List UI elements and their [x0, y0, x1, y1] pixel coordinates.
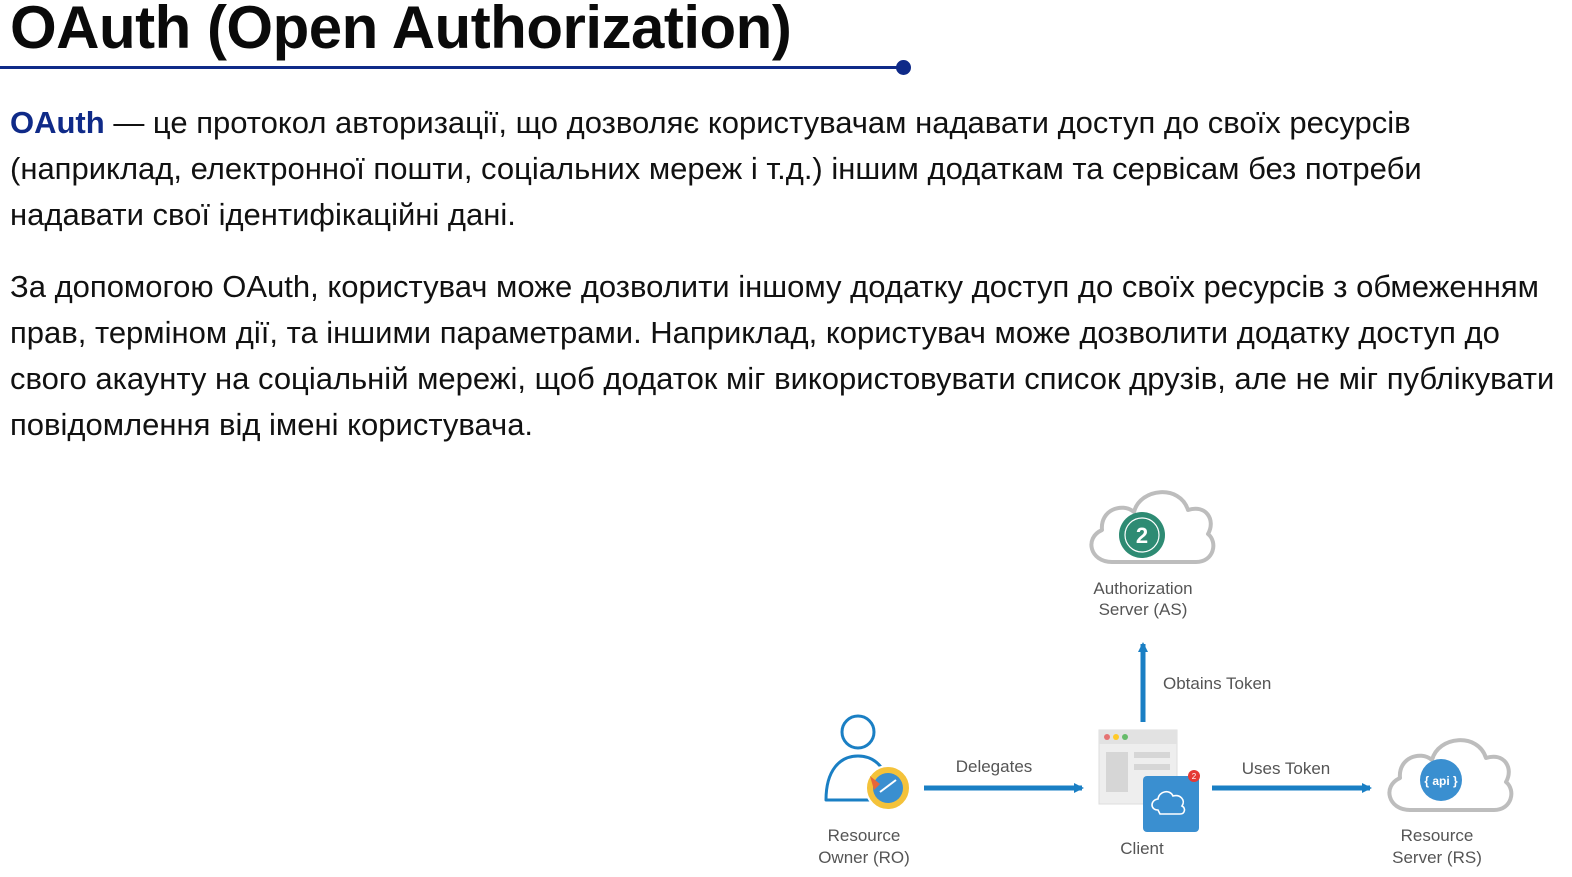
delegates-edge: Delegates [924, 757, 1084, 793]
obtains-token-label: Obtains Token [1163, 674, 1271, 693]
title-underline [0, 66, 903, 69]
authorization-server-node: 2 Authorization Server (AS) [1089, 490, 1216, 619]
example-paragraph: За допомогою OAuth, користувач може дозв… [10, 269, 1555, 442]
client-notification-count: 2 [1192, 772, 1197, 781]
resource-owner-label-line1: Resource [828, 826, 901, 845]
client-app-icon: 2 [1098, 729, 1200, 832]
user-browser-icon [824, 714, 911, 811]
resource-server-label-line2: Server (RS) [1392, 848, 1482, 867]
api-cloud-icon: { api } [1387, 738, 1514, 812]
oauth-term: OAuth [10, 105, 105, 140]
client-label: Client [1120, 839, 1164, 858]
delegates-label: Delegates [956, 757, 1033, 776]
uses-token-edge: Uses Token [1212, 759, 1372, 793]
resource-owner-node: Resource Owner (RO) [818, 714, 911, 867]
api-badge-text: { api } [1424, 774, 1458, 788]
resource-owner-label-line2: Owner (RO) [818, 848, 910, 867]
resource-server-label-line1: Resource [1401, 826, 1474, 845]
authorization-server-label-line2: Server (AS) [1099, 600, 1188, 619]
resource-server-node: { api } Resource Server (RS) [1387, 738, 1514, 867]
intro-paragraph: OAuth — це протокол авторизації, що дозв… [10, 100, 1562, 238]
oauth-cloud-icon: 2 [1089, 490, 1216, 564]
oauth-flow-diagram: 2 Authorization Server (AS) Obtains Toke… [818, 490, 1514, 867]
obtains-token-edge: Obtains Token [1138, 642, 1271, 722]
title-underline-dot [896, 60, 911, 75]
oauth-badge-number: 2 [1136, 523, 1148, 548]
uses-token-label: Uses Token [1242, 759, 1331, 778]
client-node: 2 Client [1098, 729, 1200, 858]
page-title: OAuth (Open Authorization) [10, 0, 792, 61]
intro-paragraph-text: — це протокол авторизації, що дозволяє к… [10, 105, 1422, 232]
authorization-server-label-line1: Authorization [1093, 579, 1192, 598]
